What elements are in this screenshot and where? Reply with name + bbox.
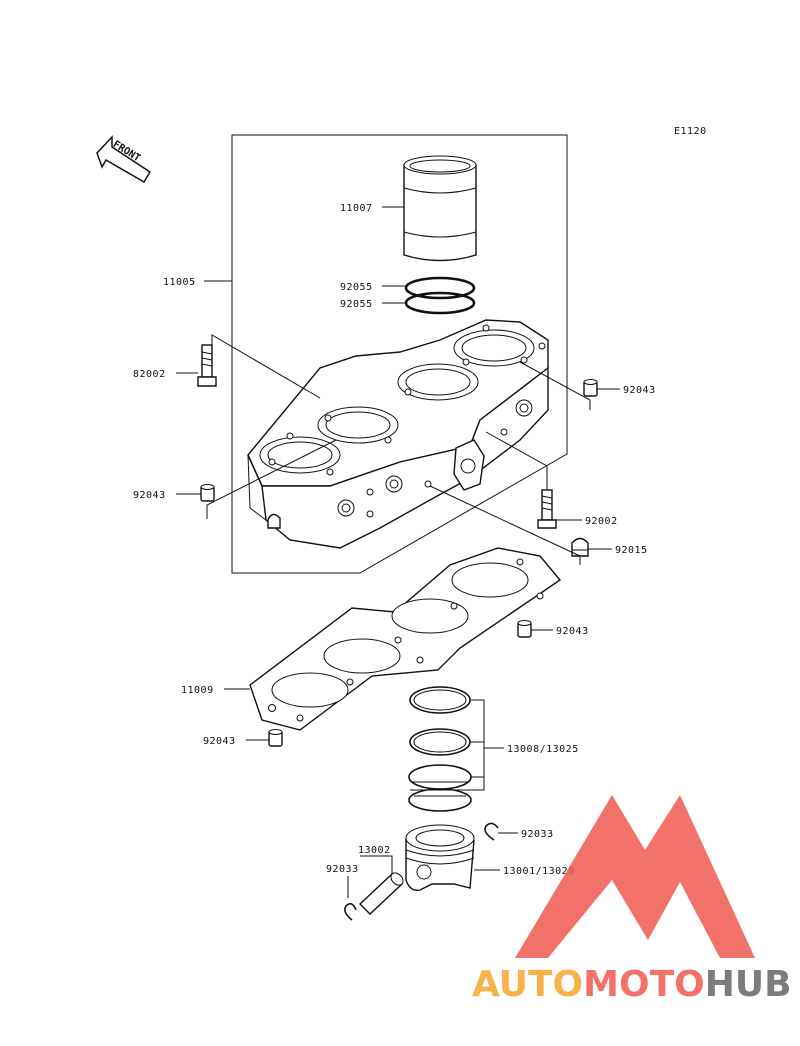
front-arrow-icon: FRONT bbox=[96, 135, 152, 184]
callout-cylinder-block: 11005 bbox=[163, 277, 196, 288]
callout-circlip-right: 92033 bbox=[521, 829, 554, 840]
base-gasket bbox=[249, 547, 562, 731]
circlip-left bbox=[344, 902, 357, 921]
callout-dowel-left: 92043 bbox=[133, 490, 166, 501]
piston-pin bbox=[358, 872, 404, 915]
callout-cap-nut: 92015 bbox=[615, 545, 648, 556]
automotohub-logo: AUTOMOTOHUB bbox=[472, 795, 792, 1005]
dowel-pin-left bbox=[200, 484, 215, 502]
o-ring-pair bbox=[404, 276, 476, 315]
watermark-part-auto: AUTO bbox=[472, 964, 583, 1005]
callout-piston-pin: 13002 bbox=[358, 845, 391, 856]
callout-dowel-gasket-left: 92043 bbox=[203, 736, 236, 747]
circlip-right bbox=[484, 822, 499, 841]
diagram-code: E1120 bbox=[674, 126, 707, 137]
callout-bolt-right: 92002 bbox=[585, 516, 618, 527]
svg-text:AUTOMOTOHUB: AUTOMOTOHUB bbox=[472, 964, 792, 1005]
callout-ring-set: 13008/13025 bbox=[507, 744, 579, 755]
callout-dowel-gasket-right: 92043 bbox=[556, 626, 589, 637]
cylinder-liner bbox=[403, 155, 477, 262]
callout-stud-bolt-left: 82002 bbox=[133, 369, 166, 380]
callout-piston: 13001/13028 bbox=[503, 866, 575, 877]
callout-o-ring-a: 92055 bbox=[340, 282, 373, 293]
leader-lines bbox=[176, 206, 620, 898]
dowel-pin-gasket-right bbox=[517, 620, 532, 638]
cylinder-block bbox=[247, 319, 549, 549]
dowel-pin-right-top bbox=[583, 379, 598, 397]
cap-nut bbox=[571, 537, 589, 557]
stud-bolt-left bbox=[197, 344, 217, 387]
dowel-pin-gasket-left bbox=[268, 729, 283, 747]
assembly-bracket bbox=[231, 134, 568, 574]
watermark-part-moto: MOTO bbox=[583, 964, 705, 1005]
bolt-right bbox=[537, 489, 557, 529]
callout-base-gasket: 11009 bbox=[181, 685, 214, 696]
watermark-part-hub: HUB bbox=[705, 964, 792, 1005]
piston-ring-set bbox=[408, 686, 472, 812]
callout-liner: 11007 bbox=[340, 203, 373, 214]
callout-o-ring-b: 92055 bbox=[340, 299, 373, 310]
callout-circlip-left: 92033 bbox=[326, 864, 359, 875]
piston bbox=[405, 824, 475, 891]
callout-dowel-right-top: 92043 bbox=[623, 385, 656, 396]
